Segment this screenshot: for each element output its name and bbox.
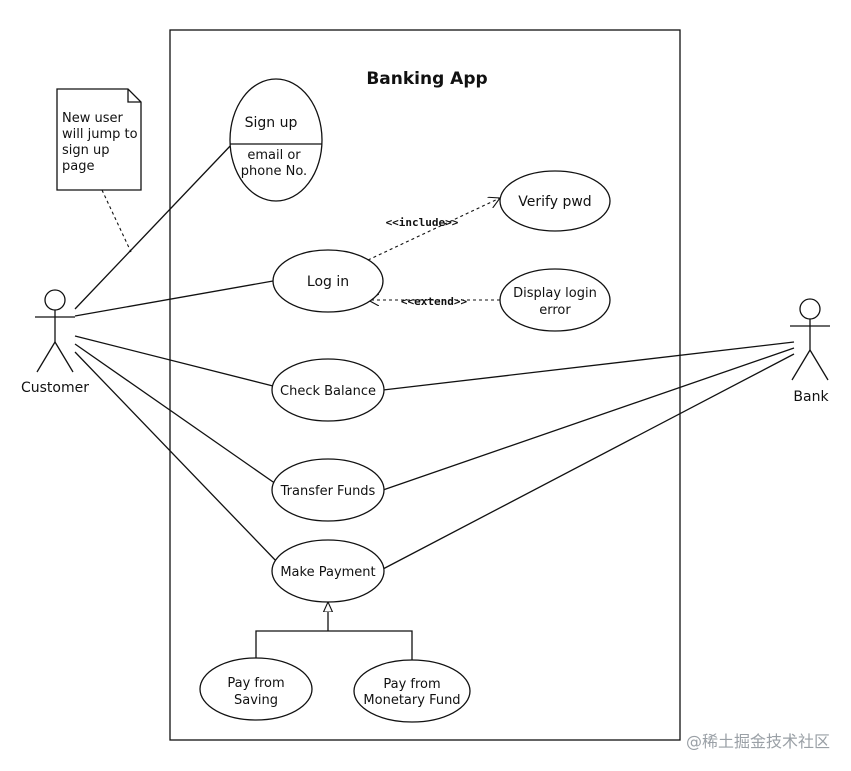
- use-case-transfer-funds-ellipse: [271, 458, 385, 522]
- use-case-pay-from-saving-line-2: Saving: [234, 693, 278, 708]
- association-customer-sign-up: [74, 142, 234, 310]
- actor-customer-leg-left: [36, 341, 56, 373]
- use-case-sign-up-extension-2: phone No.: [241, 164, 307, 179]
- system-boundary: [169, 29, 681, 741]
- association-bank-transfer-funds: [382, 347, 795, 491]
- use-case-pay-from-saving-ellipse: [199, 657, 313, 721]
- use-case-transfer-funds: Transfer Funds: [271, 458, 385, 522]
- association-customer-log-in: [74, 280, 274, 317]
- include-arrow: [367, 198, 500, 261]
- use-case-pay-from-monetary-fund: Pay from Monetary Fund: [353, 659, 471, 723]
- note-shape: [56, 88, 142, 191]
- use-case-pay-from-monetary-fund-line-1: Pay from: [383, 677, 440, 692]
- use-case-check-balance: Check Balance: [271, 358, 385, 422]
- use-case-check-balance-label: Check Balance: [280, 384, 376, 399]
- use-case-display-login-error-line-1: Display login: [513, 286, 597, 301]
- association-customer-transfer-funds: [74, 343, 277, 485]
- use-case-log-in-label: Log in: [307, 274, 349, 290]
- note-line-4: page: [62, 159, 94, 174]
- include-label: <<include>>: [386, 216, 459, 229]
- use-case-sign-up-label: Sign up: [245, 115, 298, 131]
- use-case-transfer-funds-label: Transfer Funds: [280, 484, 376, 499]
- use-case-pay-from-monetary-fund-line-2: Monetary Fund: [363, 693, 460, 708]
- association-customer-make-payment: [74, 351, 279, 564]
- extend-label: <<extend>>: [401, 295, 468, 308]
- use-case-check-balance-ellipse: [271, 358, 385, 422]
- generalization-lines: [255, 630, 413, 663]
- use-case-pay-from-saving: Pay from Saving: [199, 657, 313, 721]
- actor-bank-head: [799, 298, 821, 320]
- actor-bank: Bank: [790, 298, 830, 405]
- use-case-log-in: Log in: [272, 249, 384, 313]
- use-case-display-login-error: Display login error: [499, 268, 611, 332]
- use-case-make-payment-label: Make Payment: [280, 565, 375, 580]
- watermark: @稀土掘金技术社区: [686, 732, 830, 751]
- use-case-verify-pwd-ellipse: [499, 170, 611, 232]
- use-case-sign-up: Sign up email or phone No.: [229, 78, 323, 202]
- use-case-verify-pwd-label: Verify pwd: [518, 194, 591, 210]
- note-fold: [127, 89, 141, 103]
- use-case-verify-pwd: Verify pwd: [499, 170, 611, 232]
- association-bank-make-payment: [382, 353, 795, 570]
- actor-bank-leg-right: [809, 349, 829, 381]
- note-line-2: will jump to: [62, 127, 138, 142]
- use-case-make-payment: Make Payment: [271, 539, 385, 603]
- use-case-sign-up-ellipse: [229, 78, 323, 202]
- actor-bank-leg-left: [791, 349, 811, 381]
- actor-customer-leg-right: [54, 341, 74, 373]
- use-case-log-in-ellipse: [272, 249, 384, 313]
- note-connector: [101, 189, 132, 253]
- actor-customer: Customer: [21, 289, 89, 396]
- note: New user will jump to sign up page: [56, 88, 142, 191]
- use-case-pay-from-monetary-fund-ellipse: [353, 659, 471, 723]
- use-case-pay-from-saving-line-1: Pay from: [227, 676, 284, 691]
- use-case-sign-up-extension-1: email or: [247, 148, 301, 163]
- use-case-display-login-error-line-2: error: [539, 303, 571, 318]
- association-bank-check-balance: [382, 341, 795, 391]
- actor-customer-head: [44, 289, 66, 311]
- actor-customer-label: Customer: [21, 380, 89, 396]
- use-case-make-payment-ellipse: [271, 539, 385, 603]
- note-line-3: sign up: [62, 143, 110, 158]
- association-customer-check-balance: [74, 335, 274, 387]
- actor-bank-label: Bank: [793, 389, 829, 405]
- note-line-1: New user: [62, 111, 123, 126]
- use-case-display-login-error-ellipse: [499, 268, 611, 332]
- system-title: Banking App: [366, 69, 487, 89]
